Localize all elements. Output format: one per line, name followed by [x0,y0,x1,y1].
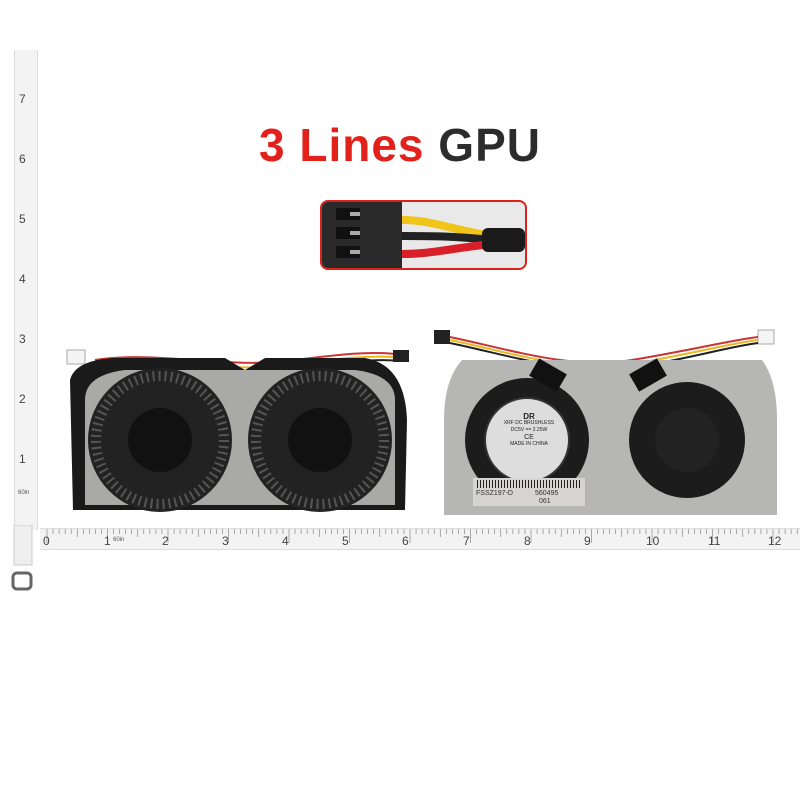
ruler-label: 6 [402,534,409,548]
horizontal-ruler: 0 1 60in 2 3 4 5 6 7 8 9 10 11 12 [40,528,800,550]
fan-back-view [434,329,777,515]
ruler-label: 11 [708,534,721,548]
fan-hub-label: DR XRF DC BRUSHLESS DC5V == 2.25W CE MAD… [487,413,571,448]
sticker-code: FSSZ197-D [476,490,513,497]
headline: 3 Lines GPU [0,118,800,172]
ruler-end-ring [11,525,33,591]
ruler-label: 3 [19,332,26,346]
headline-gpu: GPU [438,119,541,171]
barcode [477,480,581,488]
ruler-label: 5 [19,212,26,226]
connector-closeup [320,200,527,270]
ruler-label: 12 [768,534,782,548]
sticker-number: 061 [539,498,551,505]
ruler-label: 2 [19,392,26,406]
brand-mark: DR [523,412,535,421]
label-line: DC5V == 2.25W [510,427,548,433]
ruler-label: 9 [584,534,591,548]
ruler-label: 5 [342,534,349,548]
ruler-label: 7 [463,534,470,548]
ruler-label: 0 [43,534,50,548]
label-line: MADE IN CHINA [510,441,548,447]
ruler-label: 4 [282,534,289,548]
ruler-label: 2 [162,534,169,548]
ruler-unit: 60in [113,537,125,543]
ruler-label: 6 [19,152,26,166]
ruler-label: 3 [222,534,229,548]
ruler-unit: 60in [18,490,30,496]
ruler-label: 1 [19,452,26,466]
ruler-label: 1 [104,534,111,548]
sticker-number: 560495 [535,490,559,497]
ruler-label: 10 [646,534,660,548]
vertical-ruler: 7 6 5 4 3 2 1 60in [14,50,38,530]
headline-lines: 3 Lines [259,119,425,171]
fan-front-view [66,349,409,512]
ruler-label: 7 [19,92,26,106]
ruler-label: 8 [524,534,531,548]
barcode-sticker: FSSZ197-D 560495 061 [473,478,585,506]
label-line: XRF DC BRUSHLESS [503,420,555,426]
ce-mark: CE [524,434,534,441]
ruler-label: 4 [19,272,26,286]
